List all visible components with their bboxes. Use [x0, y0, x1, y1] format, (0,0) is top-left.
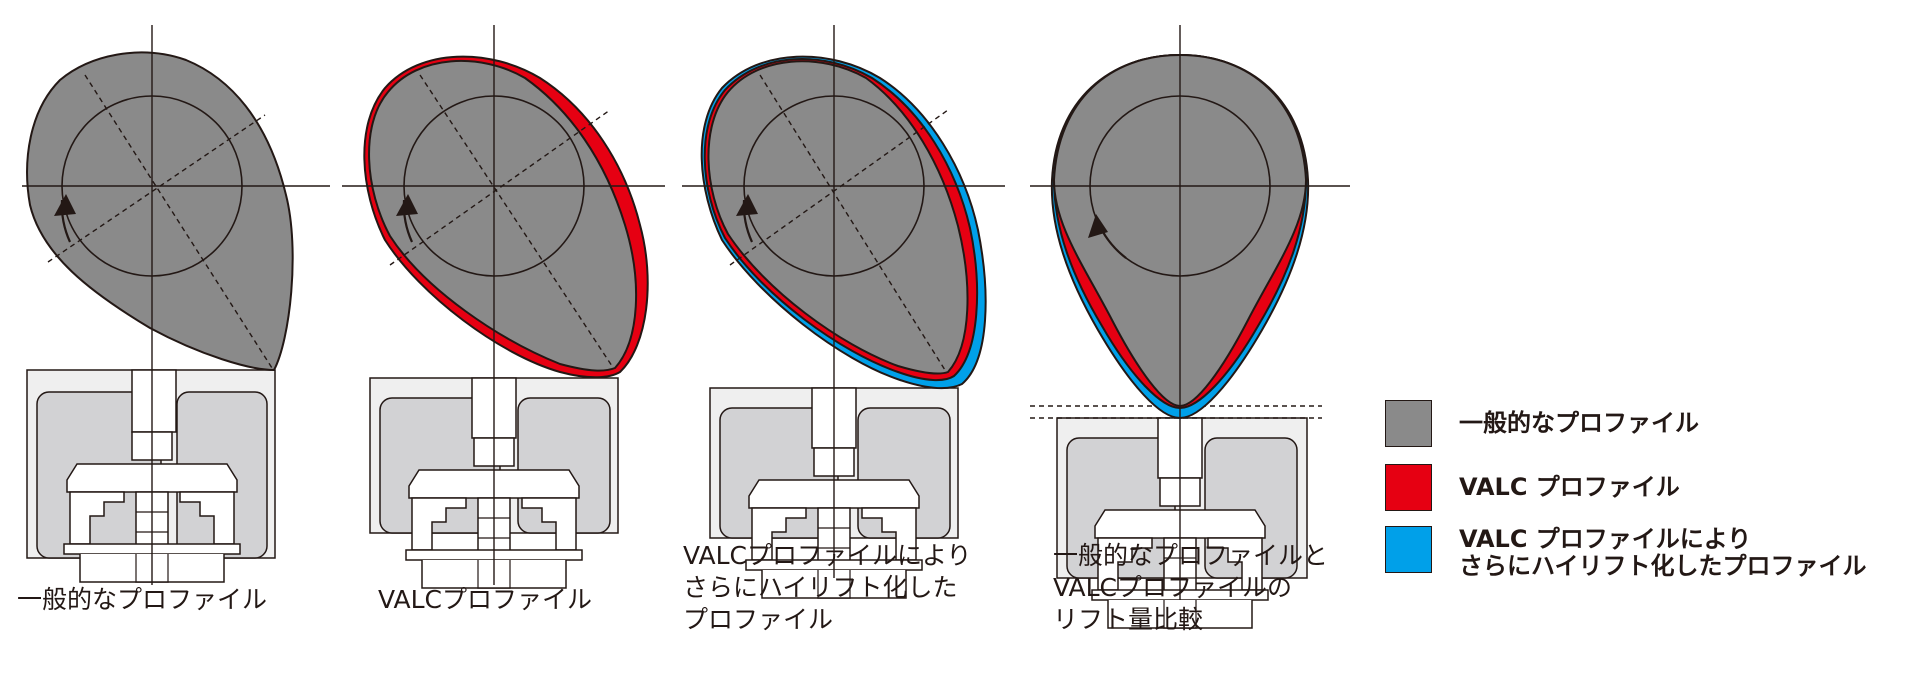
legend-label-line: 一般的なプロファイル [1459, 409, 1699, 437]
panel-valc-plus [682, 25, 1005, 599]
legend-swatch [1385, 400, 1432, 447]
cam-lobe-general [26, 51, 294, 372]
valve-housing [26, 369, 276, 583]
valve-housing [1056, 417, 1308, 629]
rotation-arrow-icon [396, 194, 418, 216]
panel-valc [342, 25, 665, 589]
caption-line: VALCプロファイル [378, 585, 592, 614]
caption-valc-plus: VALCプロファイルにより さらにハイリフト化した プロファイル [683, 540, 972, 636]
caption-comparison: 一般的なプロファイルと VALCプロファイルの リフト量比較 [1053, 540, 1328, 636]
legend-swatch [1385, 526, 1432, 573]
legend-swatch [1385, 464, 1432, 511]
caption-line: VALCプロファイルの [1053, 573, 1292, 602]
caption-line: リフト量比較 [1053, 605, 1204, 634]
legend-label-line: VALC プロファイル [1459, 473, 1680, 501]
panel-general [22, 25, 330, 585]
caption-line: さらにハイリフト化した [683, 573, 958, 602]
legend-label-line: VALC プロファイルにより [1459, 525, 1752, 553]
legend-label: VALC プロファイルにより さらにハイリフト化したプロファイル [1459, 526, 1867, 580]
cam-lobe-general [707, 60, 969, 375]
legend-label-line: さらにハイリフト化したプロファイル [1459, 552, 1867, 580]
rotation-arrow-icon [54, 194, 76, 216]
caption-line: 一般的なプロファイルと [1053, 541, 1329, 570]
legend-label: 一般的なプロファイル [1459, 410, 1699, 437]
rotation-arrow-icon [736, 194, 758, 216]
valve-housing [709, 387, 959, 599]
caption-line: VALCプロファイルにより [683, 541, 972, 570]
caption-valc: VALCプロファイル [378, 584, 592, 616]
caption-general: 一般的なプロファイル [17, 584, 267, 616]
rotation-arrow-icon [1088, 214, 1108, 238]
caption-line: プロファイル [683, 605, 834, 634]
caption-line: 一般的なプロファイル [17, 585, 268, 614]
panel-comparison [1030, 25, 1350, 629]
legend-label: VALC プロファイル [1459, 474, 1680, 501]
